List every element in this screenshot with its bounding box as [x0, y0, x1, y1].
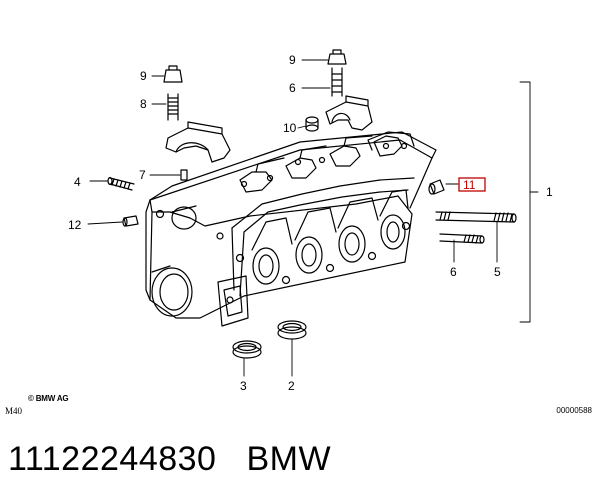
stud-4 — [107, 176, 135, 191]
callout-2: 2 — [288, 379, 295, 393]
seal-ring-3 — [232, 340, 262, 359]
callout-1: 1 — [546, 185, 553, 199]
cylinder-head — [145, 131, 437, 327]
callout-10: 10 — [283, 121, 297, 135]
callout-12: 12 — [68, 218, 82, 232]
leader-lines — [87, 59, 539, 377]
sleeve-10 — [305, 116, 319, 132]
caption: 11122244830 BMW — [8, 440, 331, 479]
callout-4: 4 — [74, 175, 81, 189]
cylinder-head-exploded-diagram: 9 8 9 6 10 7 4 12 11 1 6 5 3 2 — [68, 49, 553, 393]
callout-8: 8 — [140, 97, 147, 111]
copyright-label: © BMW AG — [28, 394, 69, 403]
nut-9-left — [163, 65, 183, 83]
callout-5: 5 — [494, 265, 501, 279]
callout-6-lower: 6 — [450, 265, 457, 279]
stud-5 — [435, 211, 517, 223]
nut-9-right — [327, 49, 347, 65]
callout-3: 3 — [240, 379, 247, 393]
callout-7: 7 — [139, 168, 146, 182]
callout-11: 11 — [463, 178, 476, 192]
bolt-8 — [167, 93, 179, 121]
brand-name: BMW — [246, 440, 332, 478]
seal-ring-2 — [277, 320, 307, 340]
stud-6-lower — [439, 233, 485, 244]
plug-11 — [428, 179, 445, 195]
callout-6-upper: 6 — [289, 81, 296, 95]
part-number: 11122244830 — [8, 440, 217, 478]
highlight-box-11 — [458, 177, 486, 192]
bearing-cap-left — [165, 121, 231, 163]
model-label: M40 — [5, 406, 23, 416]
bearing-cap-right — [325, 95, 373, 131]
diagram-reference-number: 00000588 — [556, 406, 592, 415]
callout-9-left: 9 — [140, 69, 147, 83]
dowel-7 — [180, 169, 188, 181]
stud-6-upper — [331, 67, 343, 97]
sleeve-12 — [122, 215, 139, 227]
callout-9-right: 9 — [289, 53, 296, 67]
